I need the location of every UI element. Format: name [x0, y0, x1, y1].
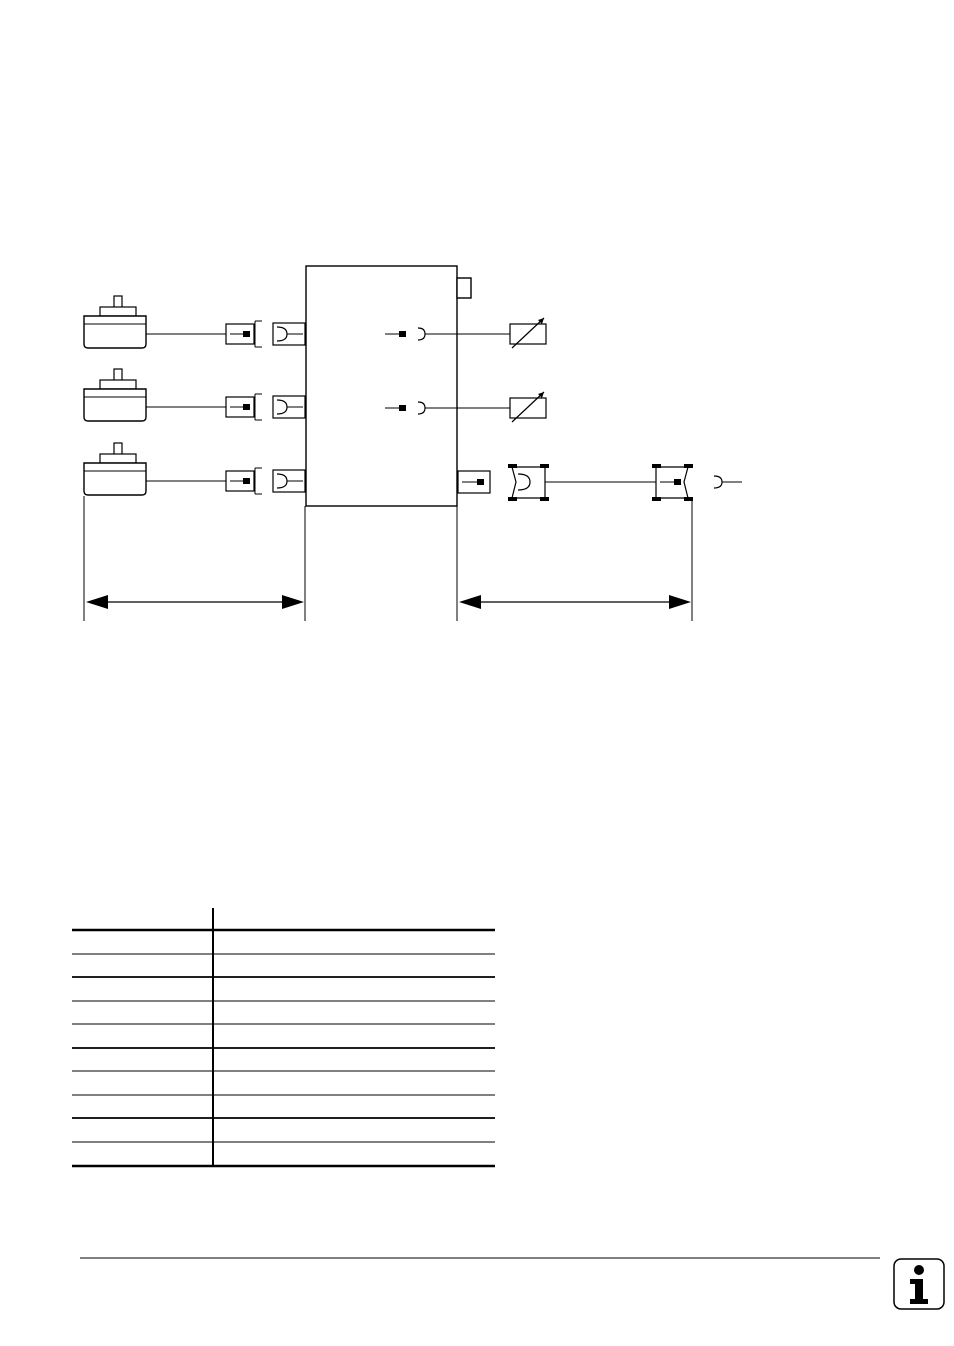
info-icon	[893, 1258, 945, 1310]
unit-input-1	[272, 322, 306, 346]
cable-length-dimension-left	[86, 595, 304, 609]
cable-connector-2	[225, 393, 263, 421]
cable-connector-1	[225, 320, 263, 348]
encoder-2	[83, 368, 147, 422]
data-table	[72, 908, 495, 1168]
central-unit	[305, 265, 458, 507]
encoder-1	[83, 295, 147, 349]
unit-input-3	[272, 469, 306, 493]
unit-output-2	[509, 391, 547, 423]
encoder-3	[83, 442, 147, 496]
unit-indicator	[456, 277, 472, 299]
unit-output-3	[457, 464, 742, 501]
unit-input-2	[272, 395, 306, 419]
cable-length-dimension-right	[459, 595, 691, 609]
unit-output-1	[509, 317, 547, 349]
cable-connector-3	[225, 467, 263, 495]
